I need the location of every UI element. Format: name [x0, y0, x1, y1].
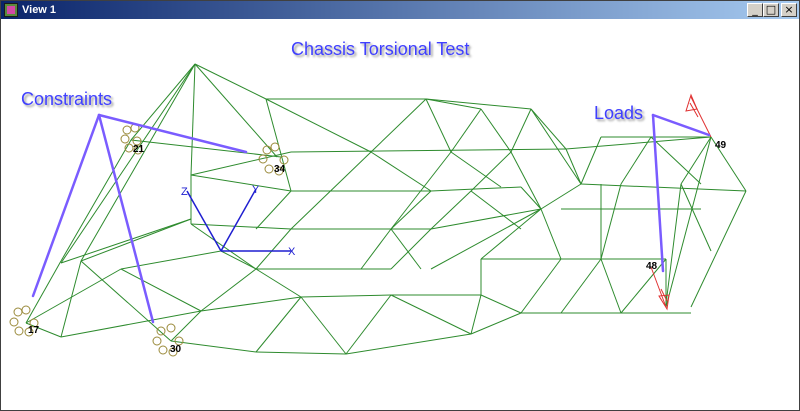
pointer-to-34 [97, 113, 248, 154]
chart-title: Chassis Torsional Test [291, 39, 470, 59]
y-axis-line [220, 188, 257, 252]
node-label-30: 30 [170, 344, 182, 355]
node-label-21: 21 [133, 144, 145, 155]
x-axis-label: X [288, 246, 296, 258]
pointer-to-48 [651, 113, 665, 273]
z-axis-line [186, 190, 222, 252]
pointer-to-30 [97, 113, 155, 324]
pointer-to-17 [31, 113, 101, 298]
title-bar[interactable]: View 1 _ □ × [1, 1, 799, 19]
window-title: View 1 [22, 4, 57, 16]
close-button[interactable]: × [781, 3, 797, 17]
z-axis-label: Z [181, 186, 188, 198]
coordinate-triad [186, 188, 291, 252]
maximize-button[interactable]: □ [763, 3, 779, 17]
minimize-button[interactable]: _ [747, 3, 763, 17]
node-label-17: 17 [28, 325, 40, 336]
node-label-48: 48 [646, 261, 658, 272]
load-arrow-48 [650, 266, 670, 311]
node-label-34: 34 [274, 164, 286, 175]
y-axis-label: Y [252, 184, 260, 196]
constraints-label: Constraints [21, 89, 113, 109]
constraint-marker-17 [9, 305, 39, 337]
model-viewport[interactable]: 21 34 17 30 49 48 X Y Z Ch [1, 19, 799, 410]
chassis-mesh [25, 63, 747, 355]
annotation-pointers [31, 113, 711, 324]
constraint-marker-30 [152, 323, 184, 357]
load-arrow-49 [685, 93, 712, 138]
app-icon[interactable] [4, 3, 18, 17]
node-label-49: 49 [715, 140, 727, 151]
chassis-model: 21 34 17 30 49 48 X Y Z [9, 63, 747, 357]
load-arrows [650, 93, 712, 311]
loads-label: Loads [594, 103, 644, 123]
window-controls: _ □ × [747, 3, 797, 17]
pointer-to-49 [651, 113, 711, 137]
constraint-marker-34 [258, 142, 289, 176]
